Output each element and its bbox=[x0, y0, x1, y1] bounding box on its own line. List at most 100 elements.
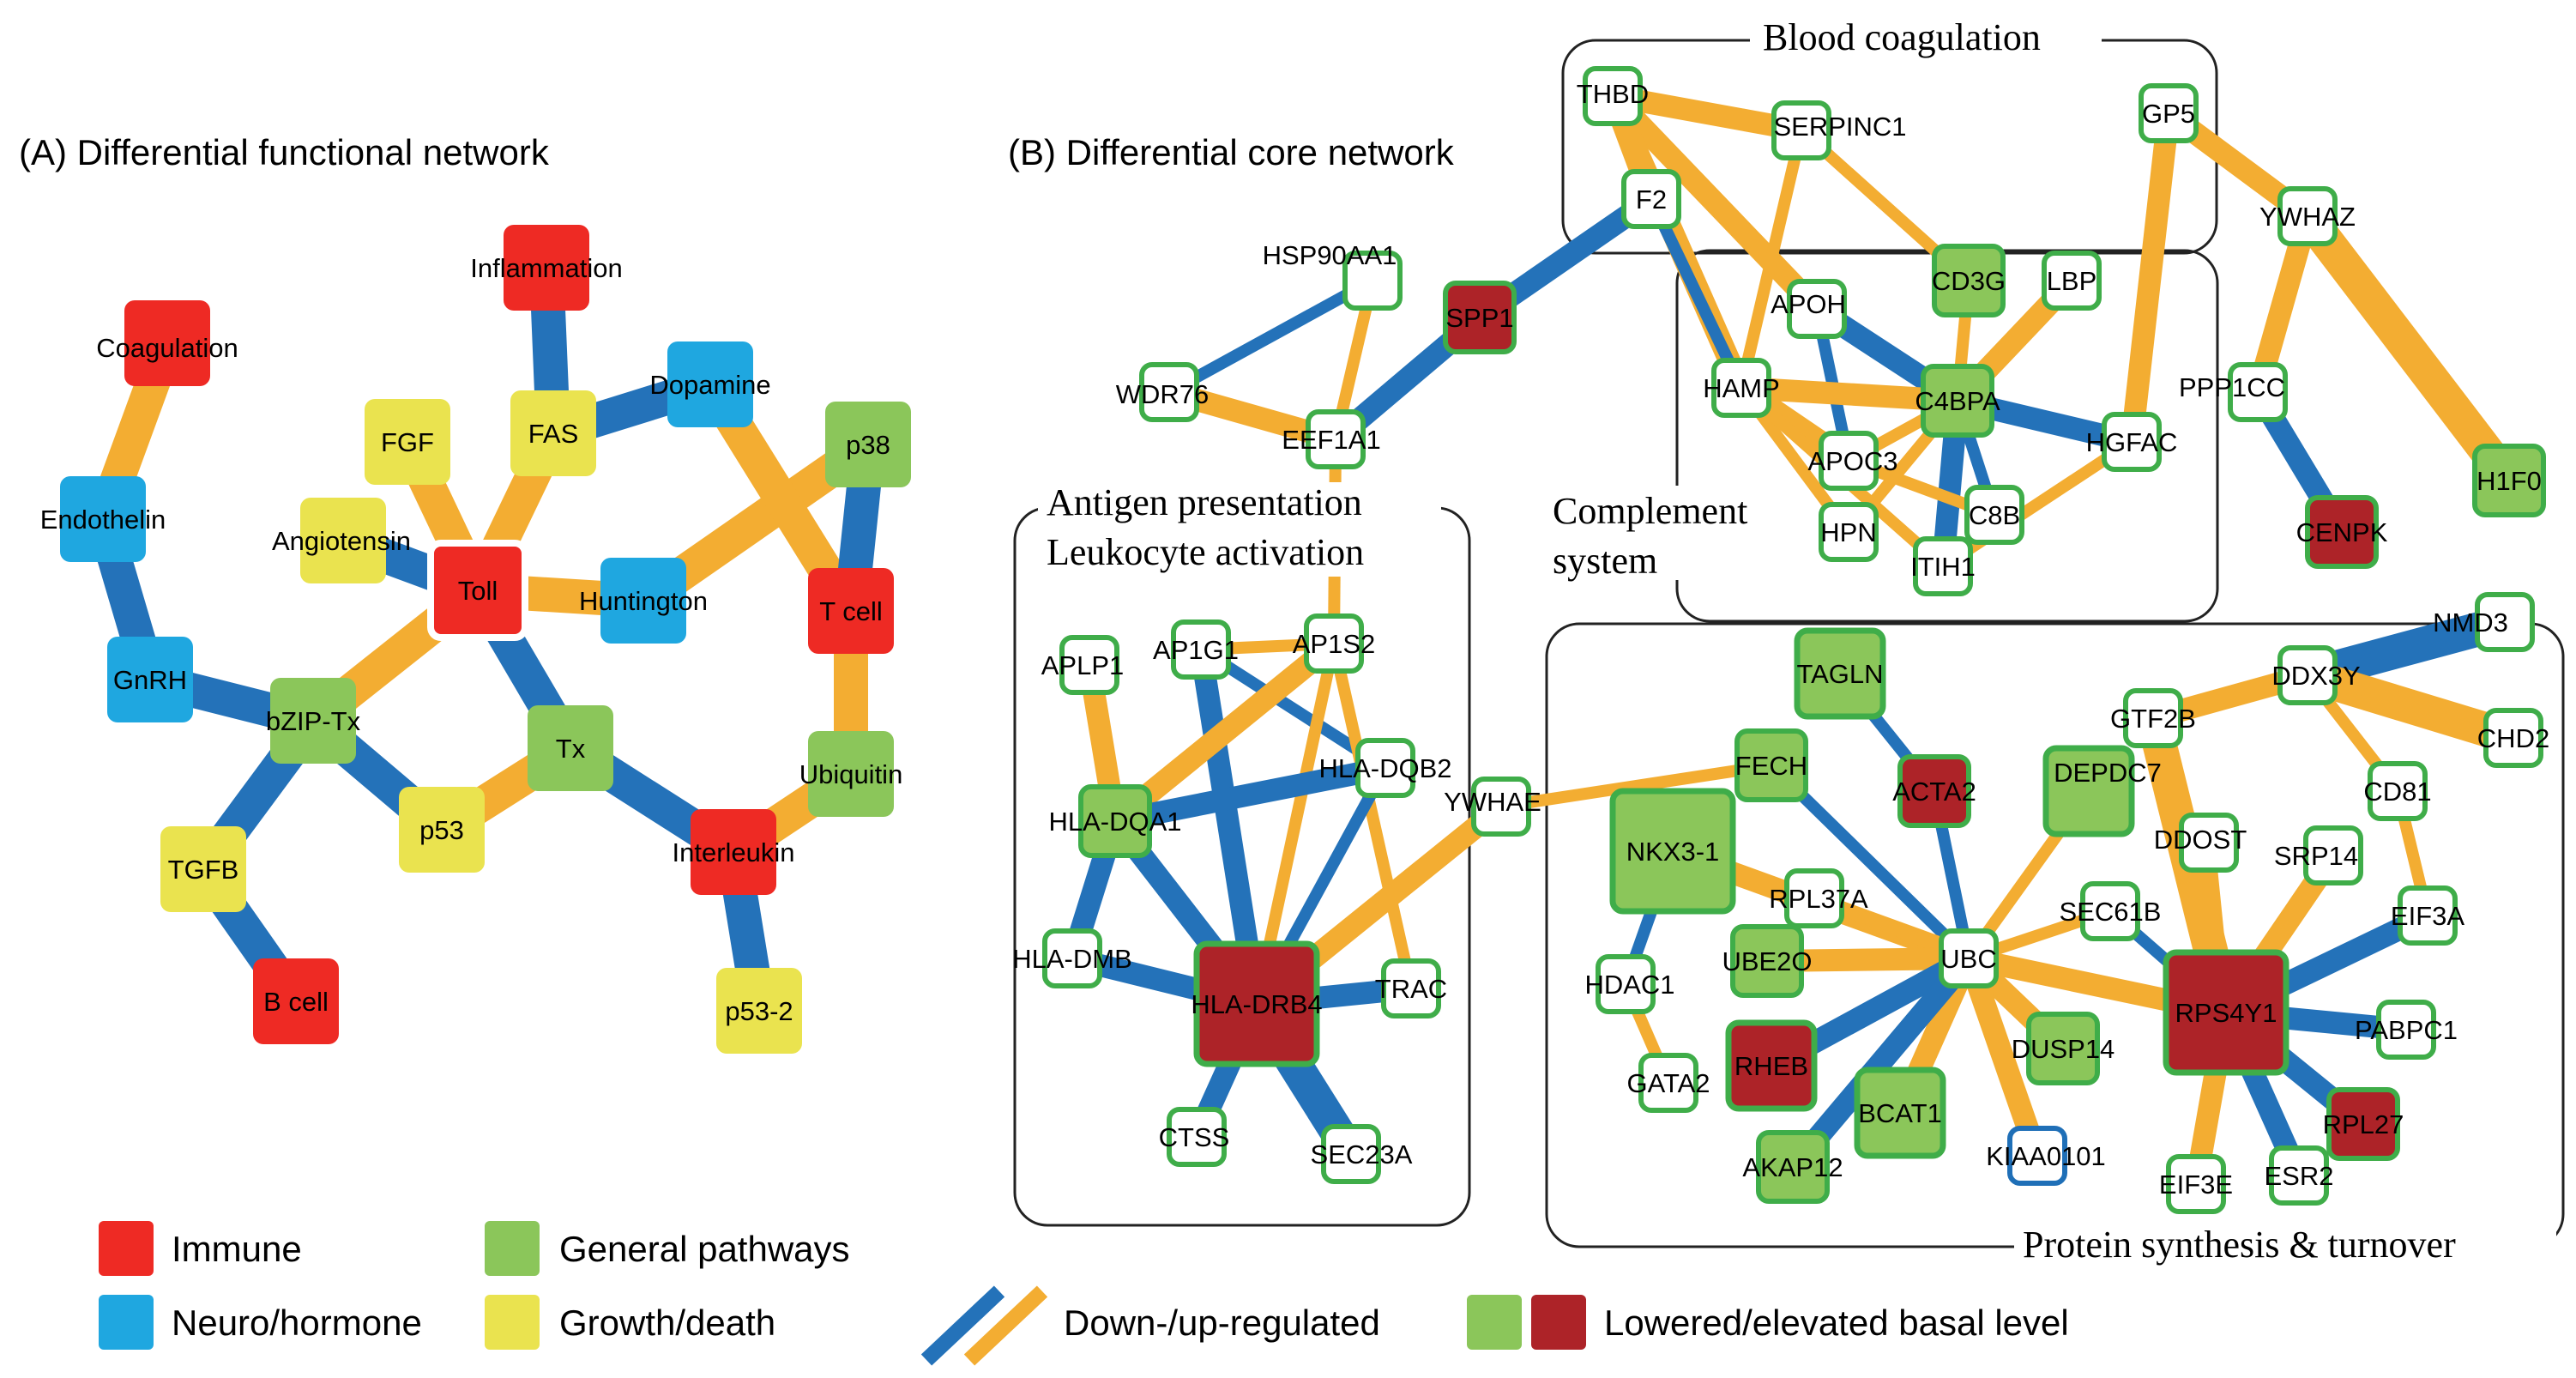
gene-box-hla-drb4 bbox=[1193, 940, 1320, 1067]
gene-label-apoh: APOH bbox=[1771, 289, 1846, 319]
node-huntington: Huntington bbox=[579, 558, 708, 644]
gene-node-ddost: DDOST bbox=[2154, 813, 2247, 873]
region-title-antigen-line1: Antigen presentation bbox=[1047, 481, 1362, 523]
legend-swatch-general-pathways bbox=[485, 1221, 540, 1276]
gene-node-rpl27: RPL27 bbox=[2323, 1087, 2404, 1161]
edge-ap1s2-hla-dqa1 bbox=[1107, 634, 1342, 831]
node-label-interleukin: Interleukin bbox=[672, 837, 794, 867]
gene-node-eif3a: EIF3A bbox=[2391, 885, 2464, 946]
edge-kiaa0101-ubc bbox=[1958, 954, 2048, 1160]
node-bziptx: bZIP-Tx bbox=[266, 678, 361, 764]
gene-box-ubc bbox=[1939, 928, 1999, 988]
panel-a-title: (A) Differential functional network bbox=[19, 132, 550, 172]
edge-f2-hamp bbox=[1645, 196, 1747, 391]
gene-label-ap1s2: AP1S2 bbox=[1293, 629, 1376, 659]
node-label-coagulation: Coagulation bbox=[96, 333, 238, 363]
node-label-p53: p53 bbox=[419, 815, 464, 845]
gene-box-ctss bbox=[1167, 1107, 1227, 1167]
gene-node-h1f0: H1F0 bbox=[2472, 444, 2546, 517]
node-box-fas bbox=[510, 390, 596, 476]
edge-thbd-serpinc1 bbox=[1610, 85, 1804, 142]
node-label-p53-2: p53-2 bbox=[725, 996, 793, 1026]
node-label-angiotensin: Angiotensin bbox=[272, 526, 411, 556]
legend-swatch-neuro-hormone bbox=[99, 1295, 154, 1350]
node-box-gnrh bbox=[107, 637, 193, 722]
region-title-bg-protein bbox=[2014, 1223, 2556, 1267]
gene-node-apoh: APOH bbox=[1771, 279, 1847, 339]
edge-ddx3y-chd2 bbox=[2302, 658, 2519, 755]
edge-ywhaz-h1f0 bbox=[2294, 205, 2523, 492]
gene-node-hsp90aa1: HSP90AA1 bbox=[1263, 240, 1403, 311]
gene-node-cd81: CD81 bbox=[2363, 761, 2432, 821]
gene-box-hgfac bbox=[2102, 412, 2162, 472]
gene-label-ctss: CTSS bbox=[1159, 1122, 1230, 1152]
gene-node-esr2: ESR2 bbox=[2265, 1145, 2334, 1206]
gene-box-ywhaz bbox=[2277, 186, 2338, 246]
gene-label-spp1: SPP1 bbox=[1445, 303, 1513, 333]
gene-node-serpinc1: SERPINC1 bbox=[1771, 100, 1907, 160]
region-title-bg-antigen bbox=[1038, 482, 1441, 577]
gene-box-eif3a bbox=[2398, 885, 2458, 946]
gene-label-c8b: C8B bbox=[1969, 500, 2020, 530]
gene-node-dusp14: DUSP14 bbox=[2012, 1012, 2114, 1085]
node-label-toll: Toll bbox=[458, 576, 498, 606]
gene-label-pabpc1: PABPC1 bbox=[2355, 1015, 2458, 1045]
gene-label-aplp1: APLP1 bbox=[1041, 650, 1125, 680]
gene-node-spp1: SPP1 bbox=[1443, 281, 1517, 354]
gene-box-acta2 bbox=[1897, 754, 1971, 828]
node-toll: Toll bbox=[427, 540, 528, 641]
node-fgf: FGF bbox=[365, 399, 450, 485]
gene-label-fech: FECH bbox=[1735, 751, 1807, 781]
gene-label-chd2: CHD2 bbox=[2477, 723, 2549, 753]
node-box-fgf bbox=[365, 399, 450, 485]
gene-node-thbd: THBD bbox=[1577, 66, 1649, 126]
edge-gp5-hgfac bbox=[2121, 112, 2180, 444]
node-label-endothelin: Endothelin bbox=[40, 505, 166, 535]
gene-node-sec23a: SEC23A bbox=[1311, 1124, 1413, 1184]
gene-node-hla-dmb: HLA-DMB bbox=[1012, 928, 1132, 988]
gene-node-ap1g1: AP1G1 bbox=[1153, 619, 1239, 680]
region-title-bg-blood bbox=[1750, 17, 2102, 62]
edge-ap1s2-trac bbox=[1328, 642, 1417, 990]
gene-label-hpn: HPN bbox=[1820, 517, 1876, 547]
gene-label-hgfac: HGFAC bbox=[2086, 427, 2178, 457]
gene-box-fech bbox=[1734, 728, 1808, 802]
gene-label-gata2: GATA2 bbox=[1626, 1068, 1710, 1098]
gene-label-esr2: ESR2 bbox=[2265, 1161, 2334, 1191]
gene-box-chd2 bbox=[2483, 708, 2543, 768]
gene-node-sec61b: SEC61B bbox=[2060, 881, 2161, 941]
gene-node-rheb: RHEB bbox=[1725, 1019, 1818, 1112]
gene-box-rps4y1 bbox=[2163, 949, 2289, 1076]
node-label-ubiquitin: Ubiquitin bbox=[799, 759, 903, 789]
node-box-bcell bbox=[253, 958, 339, 1044]
gene-label-wdr76: WDR76 bbox=[1116, 379, 1210, 409]
gene-box-bcat1 bbox=[1854, 1067, 1946, 1159]
gene-node-hgfac: HGFAC bbox=[2086, 412, 2178, 472]
gene-node-apoc3: APOC3 bbox=[1807, 431, 1898, 491]
gene-label-c4bpa: C4BPA bbox=[1915, 386, 2000, 416]
gene-label-ywhaz: YWHAZ bbox=[2259, 202, 2356, 232]
gene-box-ppp1cc bbox=[2228, 362, 2288, 422]
gene-box-rheb bbox=[1725, 1019, 1818, 1112]
gene-box-c4bpa bbox=[1921, 364, 1994, 438]
node-box-endothelin bbox=[60, 476, 146, 562]
gene-box-gtf2b bbox=[2123, 688, 2183, 748]
gene-box-rpl27 bbox=[2326, 1087, 2400, 1161]
gene-label-cd81: CD81 bbox=[2363, 777, 2431, 807]
gene-label-lbp: LBP bbox=[2047, 266, 2097, 296]
gene-box-sec23a bbox=[1321, 1124, 1381, 1184]
gene-label-ywhae: YWHAE bbox=[1444, 787, 1541, 817]
gene-node-c8b: C8B bbox=[1964, 485, 2024, 545]
gene-box-dusp14 bbox=[2026, 1012, 2100, 1085]
gene-label-itih1: ITIH1 bbox=[1910, 552, 1976, 582]
gene-box-ap1s2 bbox=[1304, 613, 1364, 674]
gene-node-rps4y1: RPS4Y1 bbox=[2163, 949, 2289, 1076]
gene-label-bcat1: BCAT1 bbox=[1858, 1098, 1942, 1128]
node-label-fas: FAS bbox=[528, 419, 579, 449]
gene-label-depdc7: DEPDC7 bbox=[2054, 758, 2162, 788]
gene-box-cd3g bbox=[1932, 244, 2006, 317]
gene-node-akap12: AKAP12 bbox=[1742, 1130, 1843, 1204]
gene-label-serpinc1: SERPINC1 bbox=[1773, 112, 1906, 142]
edge-hsp90aa1-wdr76 bbox=[1166, 275, 1376, 398]
gene-box-cd81 bbox=[2368, 761, 2428, 821]
